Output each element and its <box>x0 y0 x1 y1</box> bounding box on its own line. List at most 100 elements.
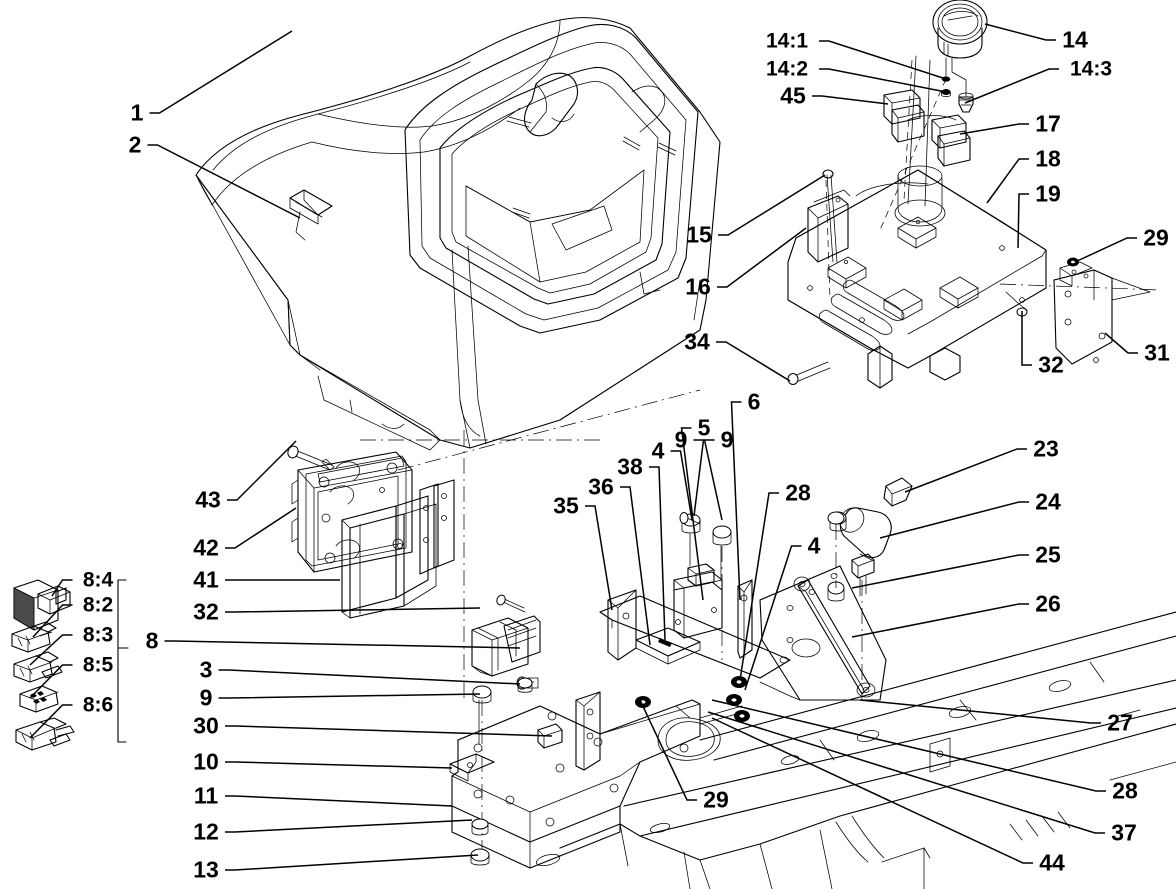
leader-line-11 <box>225 795 453 807</box>
callout-label-8-6: 8:6 <box>82 693 114 717</box>
leader-line-8-4 <box>51 579 73 597</box>
callout-label-43: 43 <box>195 486 221 513</box>
leader-line-28 <box>711 699 1106 792</box>
leader-line-6 <box>730 401 742 601</box>
callout-label-15: 15 <box>686 221 712 248</box>
leader-line-4 <box>744 545 802 691</box>
callout-label-4: 4 <box>807 532 821 559</box>
leader-line-9 <box>218 693 481 699</box>
leader-line-8-5 <box>29 664 73 699</box>
leader-line-8-6 <box>29 704 73 739</box>
leader-line-31 <box>1104 332 1138 354</box>
leader-line-9 <box>703 439 723 521</box>
callout-label-8-2: 8:2 <box>82 593 114 617</box>
callout-label-5: 5 <box>697 414 711 441</box>
callout-label-23: 23 <box>1033 435 1059 462</box>
callout-label-29: 29 <box>1143 224 1169 251</box>
leader-line-16 <box>717 227 807 288</box>
callout-label-35: 35 <box>553 492 579 519</box>
callout-label-8-5: 8:5 <box>82 653 114 677</box>
callout-label-32: 32 <box>1038 351 1064 378</box>
leader-line-8-3 <box>29 634 73 666</box>
callout-label-10: 10 <box>193 748 219 775</box>
mounting-plate-drawing <box>449 677 701 869</box>
callout-label-18: 18 <box>1035 145 1061 172</box>
leader-line-44 <box>711 717 1033 864</box>
callout-label-17: 17 <box>1035 110 1061 137</box>
callout-label-4: 4 <box>651 437 665 464</box>
callout-label-36: 36 <box>588 473 614 500</box>
leader-line-43 <box>227 440 297 501</box>
callout-label-25: 25 <box>1035 541 1061 568</box>
leader-line-12 <box>225 819 473 833</box>
leader-line-19 <box>1017 193 1029 249</box>
callout-label-8-4: 8:4 <box>82 568 114 592</box>
leader-line-14-1 <box>819 40 947 80</box>
callout-label-31: 31 <box>1144 339 1170 366</box>
control-panel-drawing <box>787 169 1047 389</box>
callout-label-2: 2 <box>128 131 142 158</box>
leader-line-38 <box>649 466 666 641</box>
callout-label-42: 42 <box>193 534 219 561</box>
center-frame-drawing <box>599 512 791 761</box>
leader-line-2 <box>147 144 301 219</box>
leader-line-13 <box>225 854 479 871</box>
callout-label-14-2: 14:2 <box>765 57 809 81</box>
leader-line-27 <box>859 699 1101 724</box>
leader-line-14-2 <box>819 68 947 93</box>
side-bracket-drawing <box>999 257 1161 365</box>
meter-column-drawing <box>807 0 988 301</box>
callout-label-9: 9 <box>720 426 734 453</box>
leader-line-32 <box>225 607 481 613</box>
callout-label-30: 30 <box>193 712 219 739</box>
leader-line-25 <box>851 554 1029 589</box>
leader-line-36 <box>620 486 651 646</box>
callout-label-44: 44 <box>1039 849 1065 876</box>
leader-line-8 <box>164 640 521 649</box>
leader-line-14-3 <box>964 68 1059 104</box>
frame-weldment-drawing <box>535 611 1176 889</box>
callout-label-9: 9 <box>674 426 688 453</box>
leader-line-34 <box>716 341 791 382</box>
callout-label-37: 37 <box>1111 819 1137 846</box>
callout-label-6: 6 <box>747 388 761 415</box>
callout-label-24: 24 <box>1035 488 1061 515</box>
callout-label-45: 45 <box>780 82 806 109</box>
connector-drawing <box>471 594 541 690</box>
callout-label-34: 34 <box>684 328 710 355</box>
callout-label-12: 12 <box>193 818 219 845</box>
leader-line-4 <box>670 450 693 521</box>
leader-line-14 <box>984 23 1056 41</box>
callout-label-41: 41 <box>193 566 219 593</box>
callout-label-19: 19 <box>1035 180 1061 207</box>
callout-label-14: 14 <box>1062 26 1088 53</box>
callout-label-32: 32 <box>193 598 219 625</box>
leader-line-10 <box>225 761 453 769</box>
callout-label-16: 16 <box>685 273 711 300</box>
ignition-switch-drawing <box>759 477 913 701</box>
callout-label-8: 8 <box>145 627 159 654</box>
leader-line-1 <box>149 30 293 114</box>
callout-label-9: 9 <box>199 684 213 711</box>
leader-lines <box>29 23 1138 871</box>
callout-label-8-3: 8:3 <box>82 623 114 647</box>
callout-label-28: 28 <box>1112 777 1138 804</box>
leader-line-17 <box>959 123 1029 135</box>
leader-line-35 <box>585 505 613 611</box>
callout-label-27: 27 <box>1107 709 1133 736</box>
callout-label-1: 1 <box>130 99 144 126</box>
callout-label-29: 29 <box>703 786 729 813</box>
leader-line-5 <box>680 427 704 601</box>
fuse-kit-drawing <box>11 579 129 751</box>
leader-line-23 <box>904 448 1027 493</box>
callout-label-38: 38 <box>617 453 643 480</box>
callout-label-11: 11 <box>193 782 219 809</box>
callout-label-26: 26 <box>1035 590 1061 617</box>
console-hood-drawing <box>195 17 721 451</box>
leader-line-28 <box>739 492 779 681</box>
leader-line-24 <box>879 501 1029 539</box>
leader-line-32 <box>1021 311 1032 366</box>
controller-module-drawing <box>287 389 701 700</box>
callout-label-3: 3 <box>199 656 213 683</box>
callout-label-14-1: 14:1 <box>765 29 809 53</box>
